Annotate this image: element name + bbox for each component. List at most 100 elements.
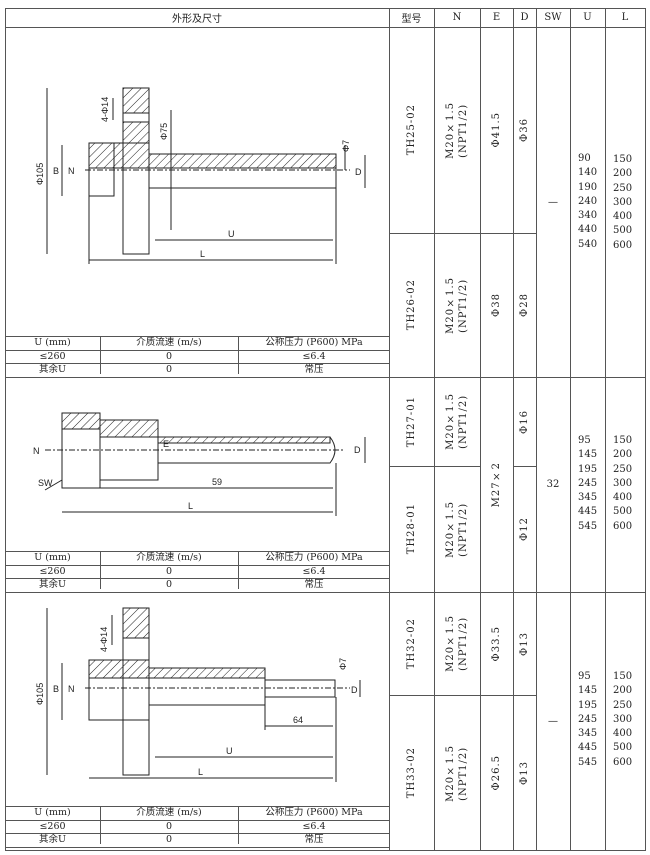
u-value: 90 [578, 153, 591, 164]
u-value: 95 [578, 435, 591, 446]
l-value: 600 [613, 756, 633, 768]
header-l: L [621, 12, 629, 23]
dim-label: Φ105 [35, 683, 45, 705]
u-value: 195 [578, 463, 598, 475]
cell: ≤260 [39, 350, 66, 362]
header-n: N [452, 12, 462, 23]
u-value: 545 [578, 520, 598, 532]
dim-label: N [68, 166, 75, 176]
l-value: 500 [613, 742, 633, 754]
dim-label: Φ7 [338, 658, 348, 670]
drawing-th32-33: Φ105 B N 4-Φ14 Φ7 D 64 U L [35, 607, 361, 782]
u-value: 245 [578, 713, 598, 725]
l-value: 300 [613, 477, 633, 489]
cell: 其余U [38, 364, 66, 375]
sw-cell: — [548, 716, 558, 727]
l-value: 500 [613, 225, 633, 237]
l-value: 200 [613, 168, 633, 180]
hub-hatch [88, 659, 150, 679]
l-value: 150 [613, 435, 633, 446]
cell: 0 [165, 565, 173, 577]
cell: 0 [165, 834, 173, 845]
l-value: 600 [613, 520, 633, 532]
pipe-tip [264, 679, 336, 698]
dim-label: Φ75 [159, 123, 169, 140]
header-d: D [520, 12, 529, 23]
table-border [5, 8, 646, 851]
dim-label: E [163, 439, 169, 449]
cell: 常压 [304, 579, 324, 590]
pressure-row: 其余U 0 常压 [5, 833, 390, 848]
divider [389, 8, 390, 851]
l-value: 150 [613, 154, 633, 165]
l-value: 150 [613, 671, 633, 682]
drawing-th25-26: Φ105 B N 4-Φ14 Φ75 Φ7 D U L [35, 87, 366, 264]
l-value: 400 [613, 728, 633, 740]
divider [513, 466, 536, 467]
dim-label: U [228, 229, 235, 239]
cell: ≤6.4 [302, 820, 326, 832]
col-header: U (mm) [34, 807, 71, 818]
col-header: 介质流速 (m/s) [136, 807, 202, 818]
l-value: 200 [613, 685, 633, 697]
flange-hatch [122, 87, 150, 114]
divider [605, 8, 606, 851]
dim-label: 4-Φ14 [100, 97, 110, 122]
divider [5, 592, 646, 593]
u-value: 95 [578, 671, 591, 682]
u-value: 445 [578, 742, 598, 754]
cell: 常压 [304, 834, 324, 845]
pressure-header-row: U (mm)介质流速 (m/s)公称压力 (P600) MPa [5, 336, 390, 350]
divider [5, 27, 646, 28]
pipe-wall [157, 436, 331, 444]
cell: ≤6.4 [302, 350, 326, 362]
col-header: 公称压力 (P600) MPa [265, 337, 363, 348]
dim-label: N [68, 684, 75, 694]
u-value: 440 [578, 224, 598, 236]
cell: 0 [165, 579, 173, 590]
l-value: 400 [613, 492, 633, 504]
divider [238, 806, 239, 844]
divider [513, 8, 514, 851]
divider [389, 466, 480, 467]
divider [5, 377, 646, 378]
cell: 0 [165, 364, 173, 375]
u-value: 145 [578, 685, 598, 697]
col-header: 介质流速 (m/s) [136, 337, 202, 348]
u-value: 245 [578, 477, 598, 489]
header-figure: 外形及尺寸 [172, 14, 222, 25]
divider [100, 551, 101, 589]
u-value: 545 [578, 756, 598, 768]
l-value: 300 [613, 713, 633, 725]
dim-label: N [33, 446, 40, 456]
dim-label: 64 [293, 715, 303, 725]
u-value: 145 [578, 449, 598, 461]
cell: 其余U [38, 834, 66, 845]
divider [238, 551, 239, 589]
divider [100, 806, 101, 844]
pressure-header-row: U (mm)介质流速 (m/s)公称压力 (P600) MPa [5, 551, 390, 565]
l-value: 400 [613, 211, 633, 223]
dim-label: D [355, 167, 362, 177]
pressure-table: U (mm)介质流速 (m/s)公称压力 (P600) MPa ≤260 0 ≤6.… [5, 551, 390, 593]
u-value: 445 [578, 506, 598, 518]
divider [389, 695, 536, 696]
header-e: E [492, 12, 501, 23]
cell: ≤6.4 [302, 565, 326, 577]
col-header: 介质流速 (m/s) [136, 552, 202, 563]
cell: ≤260 [39, 820, 66, 832]
dim-label: SW [38, 478, 53, 488]
cell: ≤260 [39, 565, 66, 577]
flange-hatch [122, 121, 150, 144]
